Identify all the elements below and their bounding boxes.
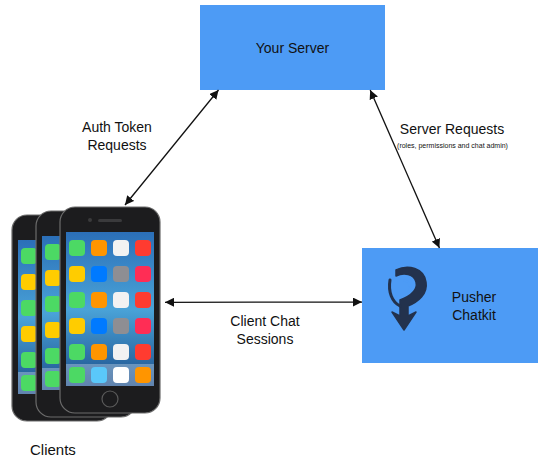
client-group: Clients	[5, 205, 165, 461]
edge-label: Client Chat Sessions	[215, 312, 315, 348]
chatkit-logo	[389, 267, 426, 330]
service-box: Pusher Chatkit	[362, 248, 538, 363]
phone-illustration	[12, 207, 160, 421]
bidirectional-arrow	[370, 90, 439, 248]
node-label: Your Server	[256, 39, 329, 57]
server-box: Your Server	[200, 5, 385, 90]
edge-label: Server Requests	[387, 120, 517, 138]
bidirectional-arrow	[165, 301, 362, 303]
node-label: Clients	[30, 441, 76, 459]
edge-note: (roles, permissions and chat admin)	[385, 141, 520, 151]
node-label: Pusher Chatkit	[438, 288, 510, 324]
edge-label: Auth Token Requests	[72, 118, 162, 154]
